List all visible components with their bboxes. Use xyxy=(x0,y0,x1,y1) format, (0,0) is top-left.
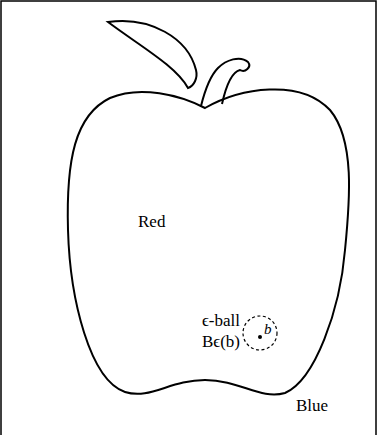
ball-outline xyxy=(242,315,278,351)
apple-stem xyxy=(201,59,249,106)
annotation-label: ϵ-ball xyxy=(202,312,240,331)
region-label: Red xyxy=(138,213,165,232)
epsilon-ball: b xyxy=(242,315,278,351)
point-label: b xyxy=(264,321,272,338)
ball-circle xyxy=(243,316,277,350)
apple-leaf xyxy=(108,21,197,88)
apple-body xyxy=(68,89,349,394)
region-label: Blue xyxy=(296,397,328,416)
annotation-label: Bϵ(b) xyxy=(202,333,240,352)
center-point xyxy=(258,335,262,339)
